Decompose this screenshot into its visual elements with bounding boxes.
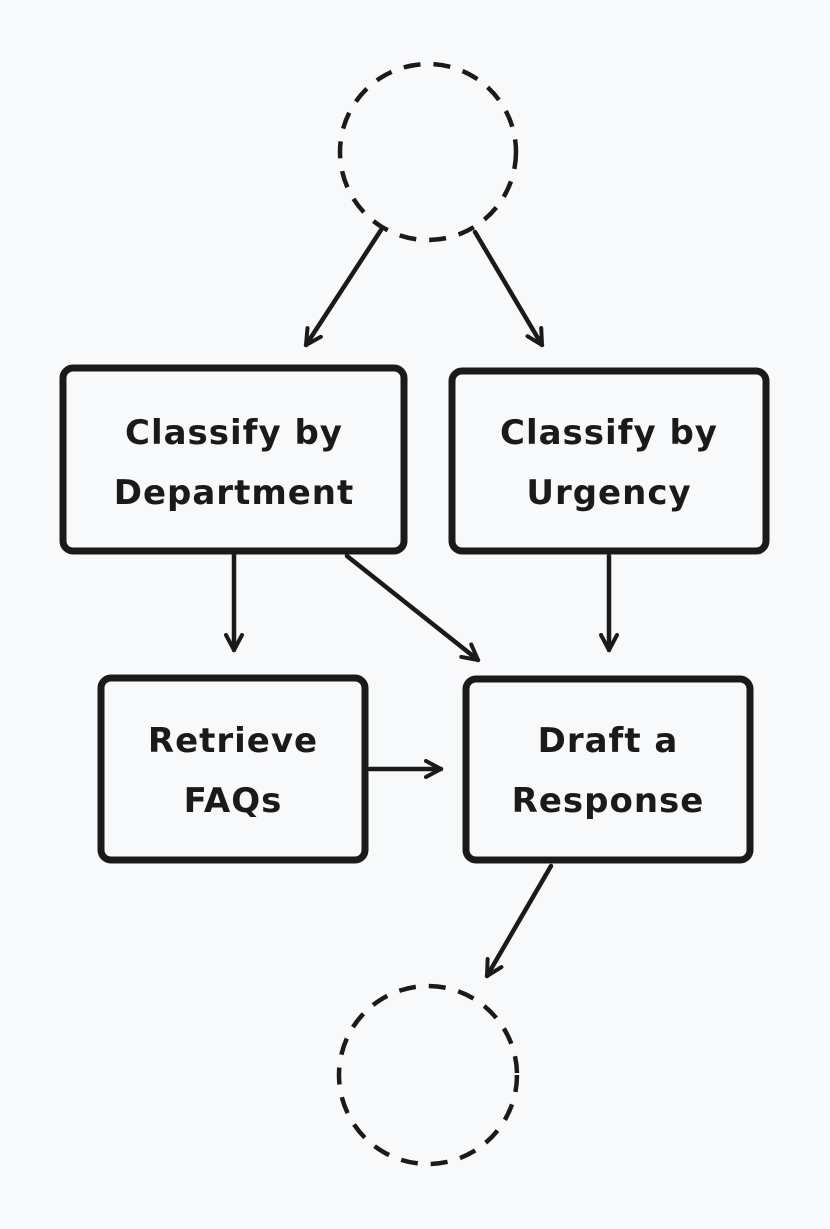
node-retrieve-faqs-label-line1: Retrieve: [148, 721, 318, 761]
node-draft-response[interactable]: Draft a Response: [462, 675, 754, 864]
node-classify-department[interactable]: Classify by Department: [59, 364, 408, 555]
node-classify-urgency[interactable]: Classify by Urgency: [448, 367, 770, 555]
start-node[interactable]: [337, 61, 519, 243]
edge-draft-to-end: [484, 863, 554, 979]
edge-start-to-department: [303, 227, 384, 348]
edge-department-to-draft: [344, 553, 481, 663]
node-draft-response-label-line1: Draft a: [538, 721, 679, 761]
node-classify-department-label-line2: Department: [114, 473, 355, 513]
node-retrieve-faqs[interactable]: Retrieve FAQs: [97, 674, 369, 864]
node-classify-department-label-line1: Classify by: [125, 413, 343, 453]
end-node[interactable]: [336, 983, 520, 1167]
node-draft-response-label-line2: Response: [512, 781, 705, 821]
edge-start-to-urgency: [472, 229, 545, 348]
node-retrieve-faqs-label-line2: FAQs: [184, 781, 283, 821]
node-classify-urgency-label-line1: Classify by: [500, 413, 718, 453]
node-classify-urgency-label-line2: Urgency: [526, 473, 691, 513]
